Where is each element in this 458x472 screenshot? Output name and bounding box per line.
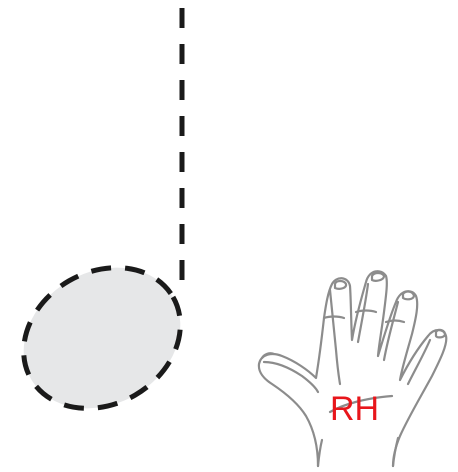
right-hand-icon [259, 271, 446, 466]
note-head [0, 240, 206, 436]
hand-label: RH [330, 390, 379, 428]
